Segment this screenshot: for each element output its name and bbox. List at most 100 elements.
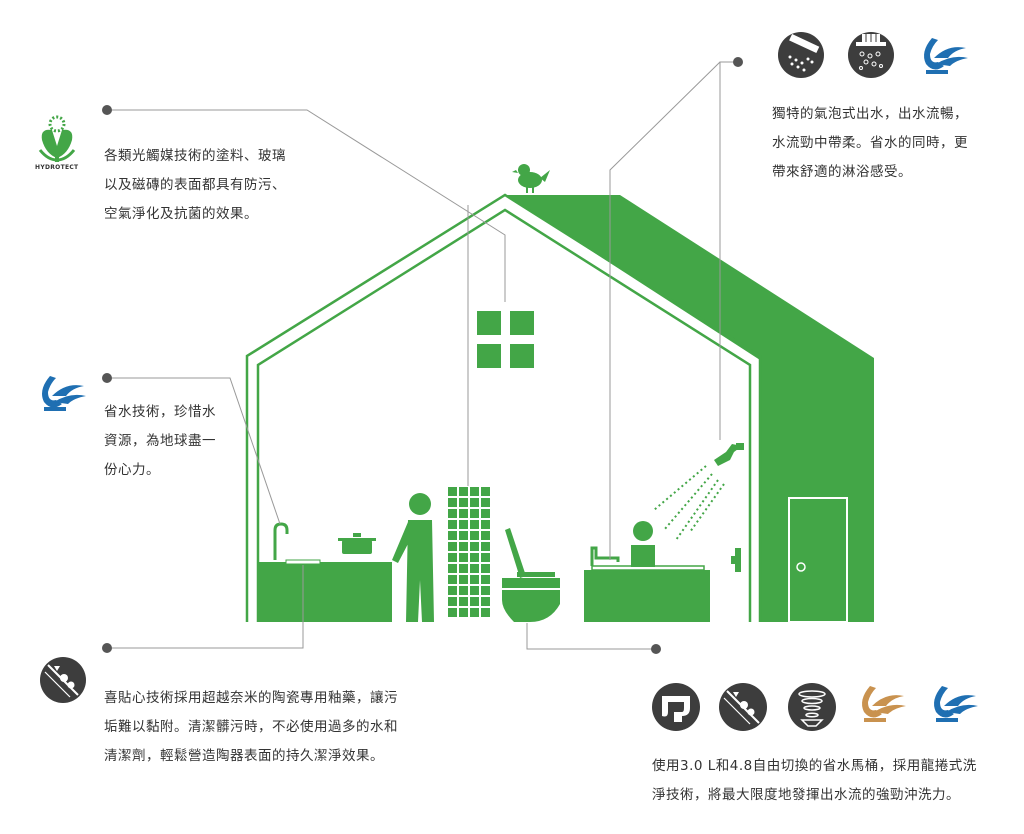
- shower-water-streams: [653, 465, 725, 541]
- callout-line: 喜貼心技術採用超越奈米的陶瓷專用釉藥，讓污: [104, 690, 398, 706]
- tile: [448, 586, 457, 595]
- tile: [470, 520, 479, 529]
- tile: [470, 597, 479, 606]
- tile: [448, 608, 457, 617]
- tile: [481, 553, 490, 562]
- kitchen-counter: [258, 522, 392, 622]
- callout-line: 使用3.0 L和4.8自由切換的省水馬桶，採用龍捲式洗: [652, 758, 977, 774]
- tile: [481, 487, 490, 496]
- tile: [481, 542, 490, 551]
- tile: [459, 608, 468, 617]
- bird-icon: [512, 164, 550, 193]
- showerhead-bubble-icon: [848, 32, 894, 78]
- bathtub-figure: [584, 521, 710, 622]
- tornado-flush-icon: [788, 683, 836, 731]
- callout-line: 份心力。: [104, 462, 160, 478]
- tile: [481, 608, 490, 617]
- callout-line: 帶來舒適的淋浴感受。: [772, 164, 912, 180]
- tile: [470, 498, 479, 507]
- tile: [448, 553, 457, 562]
- callout-line: 資源，為地球盡一: [104, 433, 216, 449]
- leader-shower: [719, 61, 738, 440]
- callout-line: 獨特的氣泡式出水，出水流暢，: [772, 106, 968, 122]
- tile: [459, 586, 468, 595]
- house-outline-outer: [245, 193, 762, 622]
- tile: [459, 575, 468, 584]
- leader-lines: [107, 61, 738, 650]
- tile: [448, 542, 457, 551]
- tile: [459, 597, 468, 606]
- callout-toilet: 使用3.0 L和4.8自由切換的省水馬桶，採用龍捲式洗 淨技術，將最大限度地發揮…: [652, 752, 977, 810]
- tile: [448, 509, 457, 518]
- hydrotect-logo-text: HYDROTECT: [35, 164, 79, 171]
- gold-water-saving-mark-icon: [862, 686, 906, 722]
- tile: [448, 487, 457, 496]
- shower-head-figure: [714, 443, 744, 466]
- tile: [481, 509, 490, 518]
- leader-dots: [102, 57, 743, 654]
- tile: [470, 542, 479, 551]
- tile: [481, 575, 490, 584]
- roof-right-solid: [505, 195, 874, 622]
- leader-toilet: [526, 623, 656, 650]
- door-figure: [788, 497, 848, 623]
- callout-line: 垢難以黏附。清潔髒污時，不必使用過多的水和: [104, 719, 398, 735]
- person-figure: [392, 493, 434, 622]
- wall-tap-figure: [731, 548, 741, 572]
- callout-shower: 獨特的氣泡式出水，出水流暢， 水流勁中帶柔。省水的同時，更 帶來舒適的淋浴感受。: [772, 100, 968, 187]
- tile: [470, 487, 479, 496]
- tile: [459, 520, 468, 529]
- tile: [470, 586, 479, 595]
- leader-shower-tub: [609, 61, 721, 560]
- callout-line: 各類光觸媒技術的塗料、玻璃: [104, 148, 286, 164]
- house-outline-inner: [256, 208, 752, 622]
- tile: [459, 487, 468, 496]
- tile: [481, 498, 490, 507]
- hydrotect-logo-icon: [38, 115, 76, 162]
- ceramic-glaze-icon: [40, 657, 86, 703]
- tile-wall: [448, 487, 490, 617]
- callout-line: 省水技術，珍惜水: [104, 404, 216, 420]
- tile: [470, 608, 479, 617]
- tile: [459, 509, 468, 518]
- callout-ceramic: 喜貼心技術採用超越奈米的陶瓷專用釉藥，讓污 垢難以黏附。清潔髒污時，不必使用過多…: [104, 684, 398, 771]
- siphon-toilet-icon: [652, 683, 700, 731]
- tile: [481, 597, 490, 606]
- tile: [481, 564, 490, 573]
- tile: [459, 542, 468, 551]
- tile: [470, 553, 479, 562]
- tile: [470, 575, 479, 584]
- water-saving-mark-icon: [42, 376, 86, 411]
- tile: [448, 575, 457, 584]
- shower-bubble-icon: [778, 32, 824, 78]
- tile: [470, 564, 479, 573]
- tile: [481, 520, 490, 529]
- callout-line: 淨技術，將最大限度地發揮出水流的強勁沖洗力。: [652, 787, 960, 803]
- tile: [470, 509, 479, 518]
- leader-water-saving: [107, 377, 281, 525]
- water-saving-mark-icon: [934, 686, 978, 722]
- tile: [481, 531, 490, 540]
- water-saving-mark-icon: [924, 38, 968, 74]
- window-icon: [477, 311, 534, 368]
- callout-hydrotect: 各類光觸媒技術的塗料、玻璃 以及磁磚的表面都具有防污、 空氣淨化及抗菌的效果。: [104, 142, 286, 229]
- callout-line: 清潔劑，輕鬆營造陶器表面的持久潔淨效果。: [104, 748, 384, 764]
- tile: [448, 597, 457, 606]
- tile: [448, 531, 457, 540]
- callout-line: 水流勁中帶柔。省水的同時，更: [772, 135, 968, 151]
- tile: [470, 531, 479, 540]
- tile: [448, 564, 457, 573]
- tile: [481, 586, 490, 595]
- toilet-figure: [502, 528, 560, 622]
- tile: [459, 531, 468, 540]
- tile: [459, 564, 468, 573]
- callout-line: 空氣淨化及抗菌的效果。: [104, 206, 258, 222]
- tile: [459, 553, 468, 562]
- ceramic-glaze-icon: [719, 683, 767, 731]
- callout-water-saving: 省水技術，珍惜水 資源，為地球盡一 份心力。: [104, 398, 216, 485]
- leader-hydrotect: [107, 109, 506, 302]
- tile: [448, 498, 457, 507]
- tile: [448, 520, 457, 529]
- callout-line: 以及磁磚的表面都具有防污、: [104, 177, 286, 193]
